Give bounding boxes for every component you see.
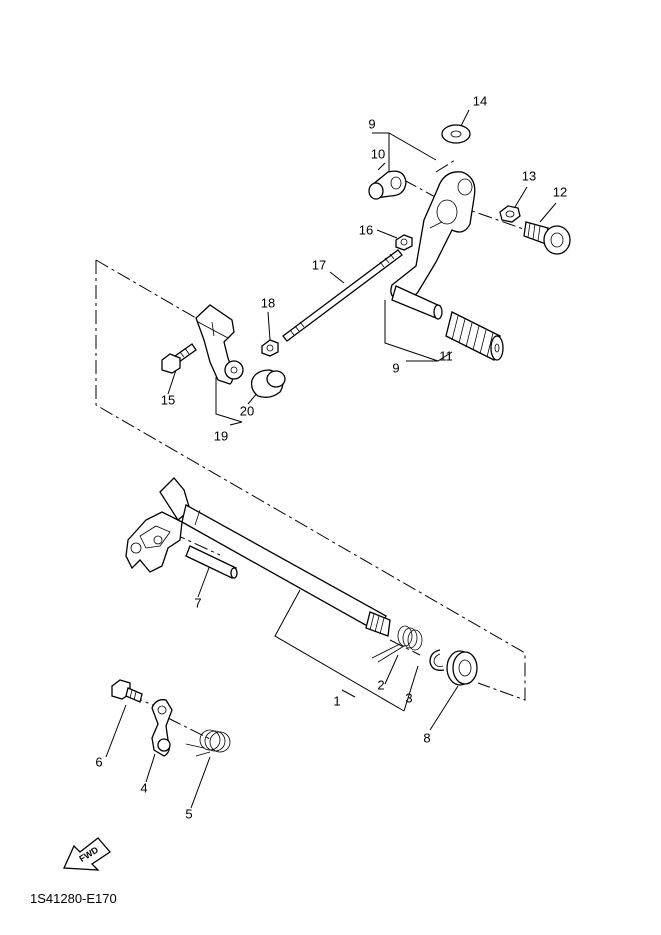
part-13-nut (499, 205, 521, 223)
diagram-code: 1S41280-E170 (30, 891, 117, 906)
callout-20: 20 (240, 403, 254, 418)
part-20-boot (250, 369, 286, 398)
shift-pedal (390, 171, 476, 320)
callout-18: 18 (261, 295, 275, 310)
part-3-circlip (429, 649, 445, 671)
part-7-pin (185, 545, 238, 579)
part-10-rod-end (368, 170, 407, 200)
callout-2: 2 (377, 677, 384, 692)
fwd-arrow-icon: FWD (63, 837, 111, 871)
callout-8: 8 (423, 730, 430, 745)
callout-19: 19 (214, 428, 228, 443)
leader-lines (105, 109, 557, 809)
callout-3: 3 (405, 690, 412, 705)
callout-14: 14 (473, 93, 487, 108)
part-5-spring (185, 729, 231, 757)
part-1-shift-shaft (125, 477, 391, 637)
part-4-stopper-lever (151, 699, 173, 757)
callout-4: 4 (140, 780, 147, 795)
part-6-bolt (111, 679, 143, 703)
callout-15: 15 (161, 392, 175, 407)
part-12-pivot-bolt (523, 221, 571, 255)
callout-11: 11 (439, 348, 453, 363)
part-8-oil-seal (446, 650, 478, 686)
callout-1: 1 (333, 693, 340, 708)
callout-10: 10 (371, 146, 385, 161)
callout-9-top: 9 (368, 116, 375, 131)
part-16-nut (395, 234, 413, 251)
callout-7: 7 (194, 595, 201, 610)
part-14-washer (441, 124, 471, 144)
callout-5: 5 (185, 806, 192, 821)
part-17-shift-rod (282, 249, 403, 342)
part-19-shift-arm (195, 304, 244, 385)
part-18-nut (261, 339, 279, 357)
callout-13: 13 (522, 168, 536, 183)
callout-9-bottom: 9 (392, 360, 399, 375)
callout-17: 17 (312, 257, 326, 272)
part-15-bolt (161, 343, 197, 374)
part-2-spring (371, 625, 423, 663)
callout-labels: 14 9 10 13 12 16 17 18 11 9 15 20 19 7 1… (95, 93, 567, 821)
callout-12: 12 (553, 184, 567, 199)
callout-16: 16 (359, 222, 373, 237)
part-11-peg-rubber (445, 311, 504, 361)
callout-6: 6 (95, 754, 102, 769)
